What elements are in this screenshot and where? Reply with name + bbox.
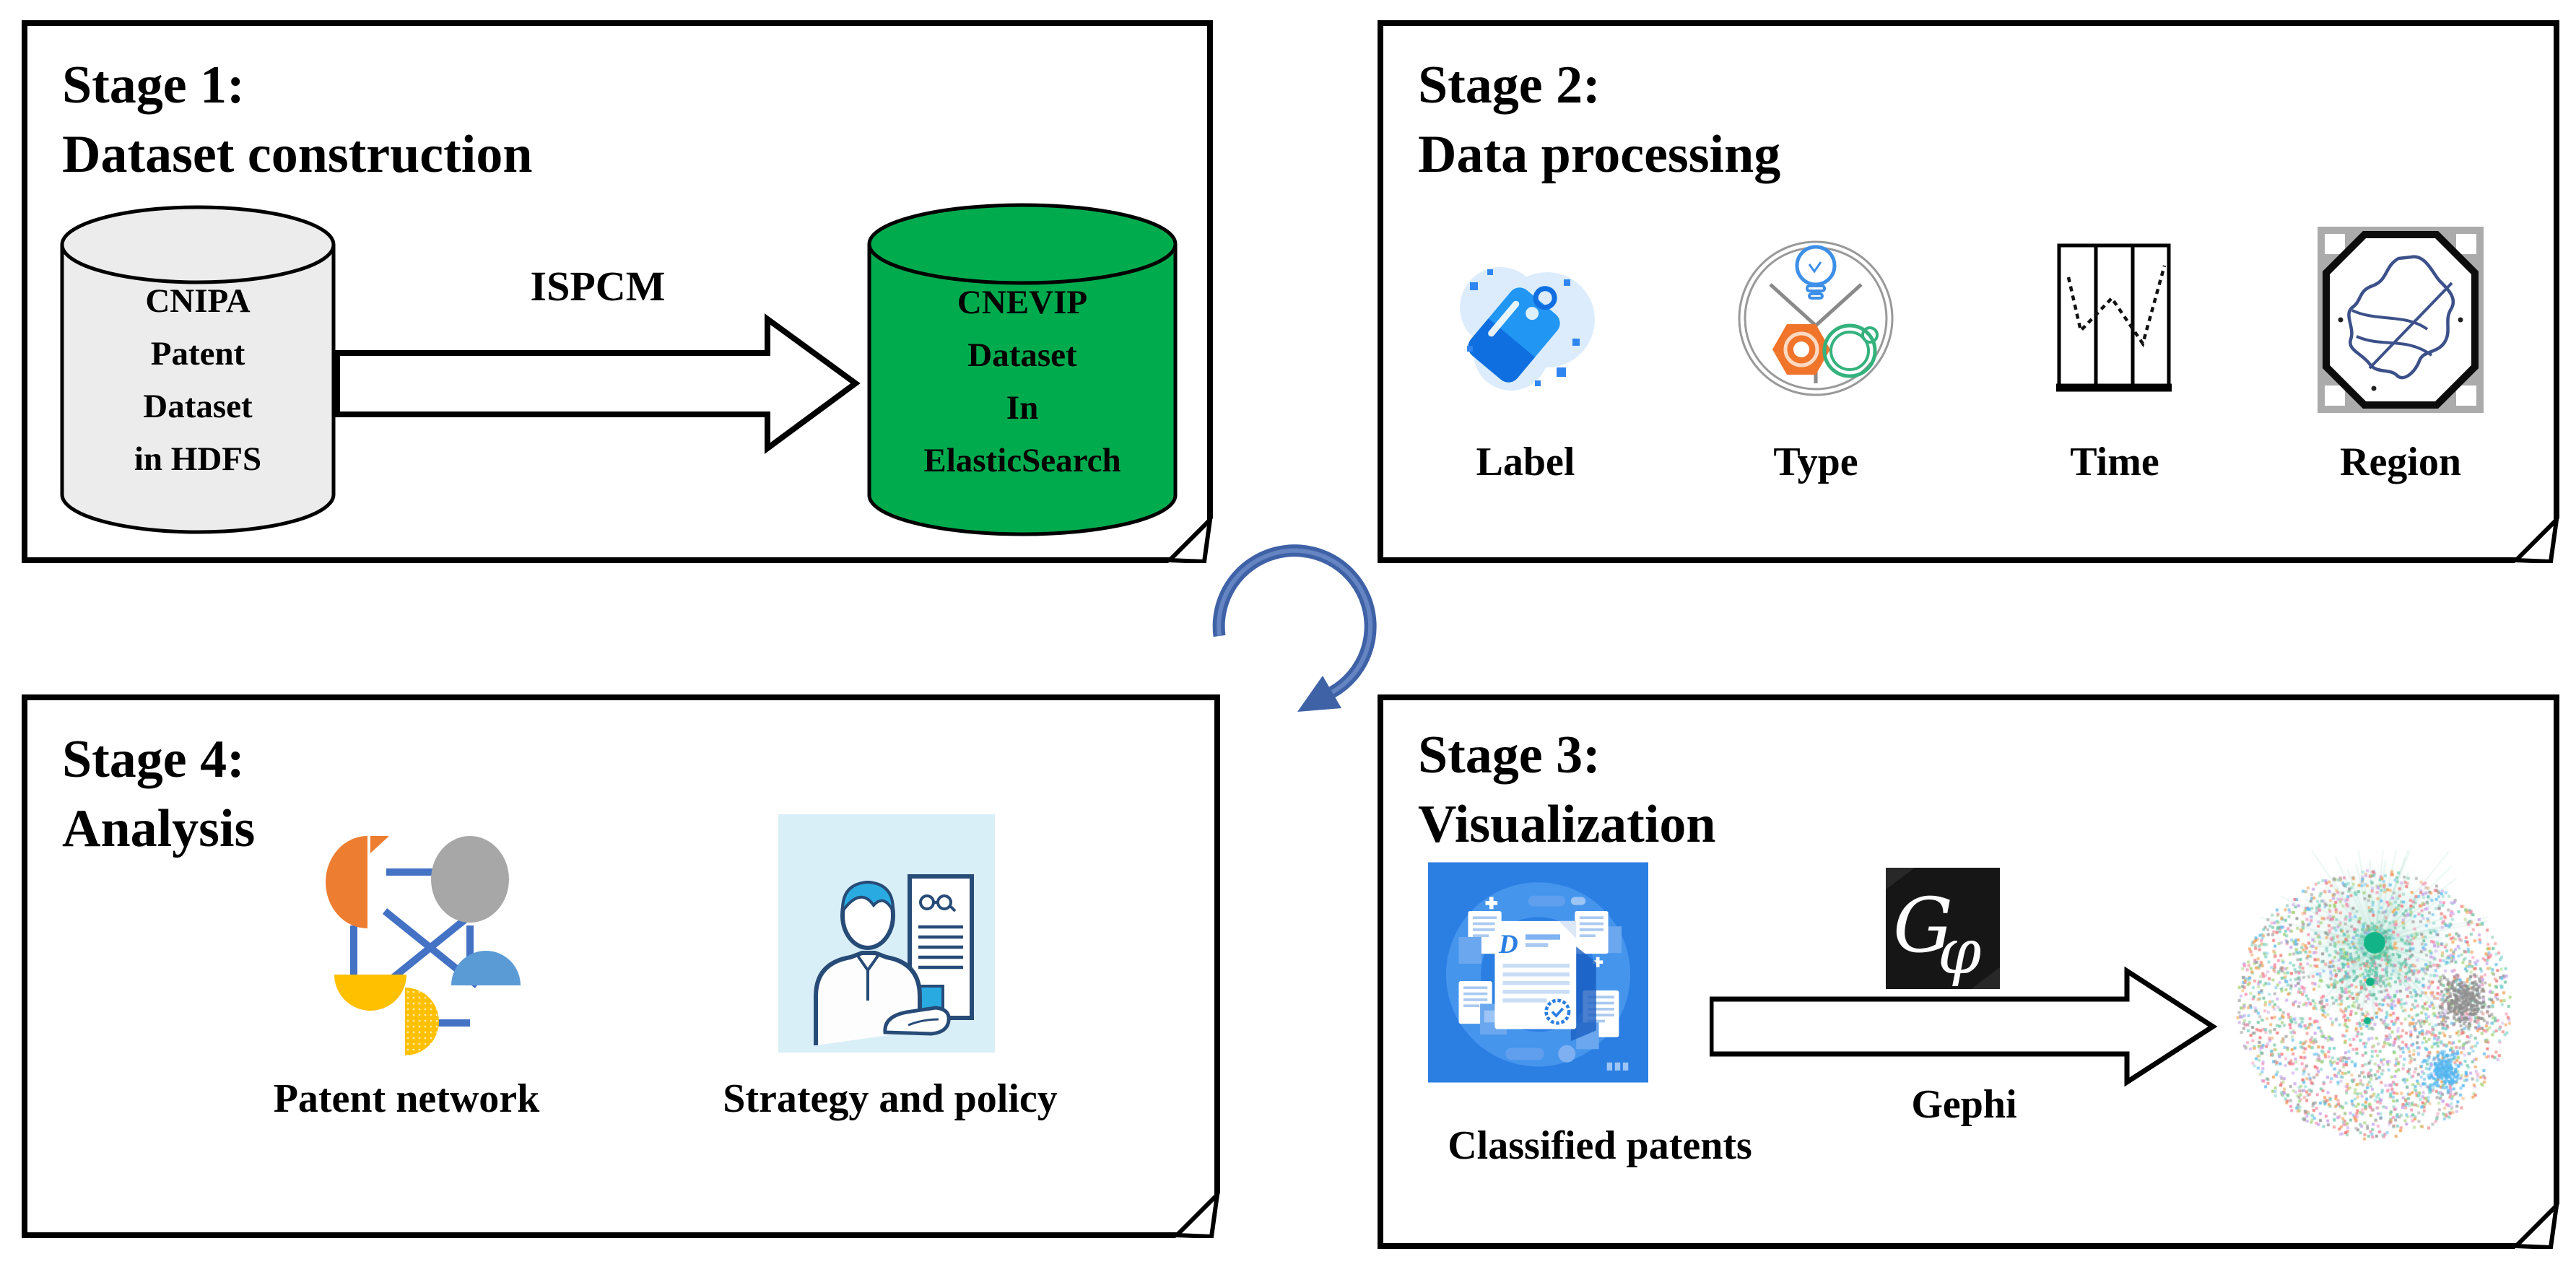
cnipa-line4: in HDFS [134,440,262,478]
patent-network-icon [326,836,521,1055]
satellite-doc [1458,910,1502,964]
time-caption: Time [2070,440,2159,484]
stage2-title: Stage 2: Data processing [1418,51,1780,189]
gephi-arrow-icon [1710,966,2218,1087]
page-fold-corner [1172,1188,1220,1238]
patent-network-caption: Patent network [273,1076,540,1121]
stage2-panel: Stage 2: Data processing Label [1378,20,2559,563]
strategy-policy-icon [778,814,995,1053]
stage3-panel: Stage 3: Visualization [1378,694,2559,1249]
stage1-panel: Stage 1: Dataset construction CNIPA Pate… [22,20,1213,563]
tag-icon [1460,267,1595,391]
page-fold-corner [2511,513,2559,563]
cnipa-line3: Dataset [143,387,253,425]
database-cylinder-icon [867,203,1178,536]
stage1-title-line2: Dataset construction [62,125,533,185]
stage3-title-line2: Visualization [1418,795,1716,855]
cnevip-line4: ElasticSearch [923,441,1121,479]
classified-patents-icon: D [1428,862,1648,1083]
trend-chart-icon [2056,243,2172,392]
stage3-title: Stage 3: Visualization [1418,720,1716,859]
ispcm-label: ISPCM [530,263,666,310]
cnevip-cylinder: CNEVIP Dataset In ElasticSearch [863,201,1181,544]
stage1-title-line1: Stage 1: [62,56,245,115]
cnevip-cylinder-text: CNEVIP Dataset In ElasticSearch [863,276,1181,487]
map-region-icon [2318,227,2484,413]
region-caption: Region [2340,440,2461,484]
cnipa-cylinder: CNIPA Patent Dataset in HDFS [56,203,339,541]
gephi-logo: G φ [1886,868,2000,989]
cnipa-line1: CNIPA [145,282,251,320]
stage1-title: Stage 1: Dataset construction [62,51,533,189]
network-visualization [2224,850,2520,1146]
stage2-title-line1: Stage 2: [1418,56,1601,115]
stage4-panel: Stage 4: Analysis Patent network [22,694,1220,1238]
label-caption: Label [1476,440,1575,484]
gephi-caption: Gephi [1911,1082,2017,1127]
ispcm-arrow-icon [334,313,861,454]
cycle-arrow-icon [1212,544,1377,712]
stage4-title-line2: Analysis [62,799,256,859]
svg-text:φ: φ [1938,916,1981,988]
svg-text:G: G [1893,881,1953,970]
innovation-type-icon [1738,240,1894,396]
cnevip-line2: Dataset [967,336,1077,374]
stage4-title: Stage 4: Analysis [62,725,255,863]
cnipa-cylinder-text: CNIPA Patent Dataset in HDFS [56,275,339,485]
stage4-title-line1: Stage 4: [62,730,245,789]
strategy-policy-caption: Strategy and policy [723,1076,1058,1121]
svg-text:D: D [1498,929,1518,959]
database-cylinder-icon [60,205,336,534]
page-fold-corner [2511,1199,2559,1249]
cnevip-line3: In [1006,388,1039,427]
type-caption: Type [1773,440,1858,484]
cnipa-line2: Patent [150,334,245,373]
page-fold-corner [1165,513,1213,563]
cnevip-line1: CNEVIP [957,284,1088,321]
stage2-title-line2: Data processing [1418,125,1781,185]
stage3-title-line1: Stage 3: [1418,726,1601,785]
classified-patents-caption: Classified patents [1448,1123,1752,1168]
